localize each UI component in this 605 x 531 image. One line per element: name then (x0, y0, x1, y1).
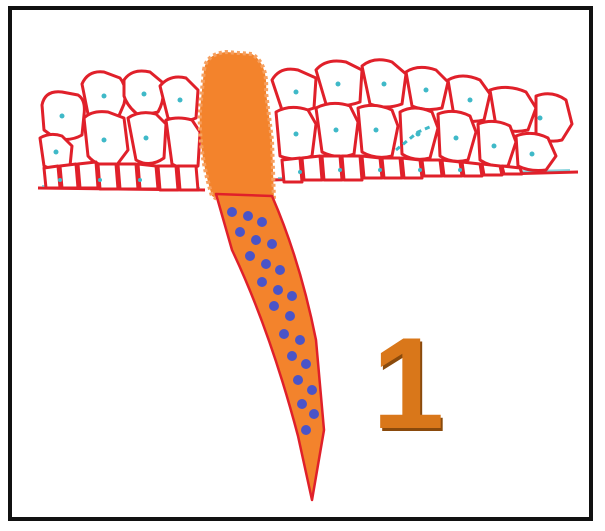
dot (251, 235, 261, 245)
cell (342, 156, 362, 180)
cell (402, 158, 422, 178)
dot (301, 359, 311, 369)
nucleus (98, 178, 102, 182)
dot (243, 211, 253, 221)
nucleus (60, 114, 65, 119)
nucleus (338, 168, 342, 172)
cell (516, 133, 556, 170)
dot (261, 259, 271, 269)
cell (166, 118, 200, 169)
cell (118, 164, 138, 189)
cell (272, 69, 316, 111)
cell (98, 164, 118, 189)
nucleus (418, 168, 422, 172)
nucleus (458, 168, 462, 172)
dot (301, 425, 311, 435)
nucleus (294, 90, 299, 95)
nucleus (424, 88, 429, 93)
dot (245, 251, 255, 261)
nucleus (336, 82, 341, 87)
nucleus (454, 136, 459, 141)
cell (482, 164, 502, 175)
cell (302, 156, 322, 180)
dot (287, 351, 297, 361)
cell-layer-left (40, 71, 200, 190)
cell-layer-right (272, 60, 572, 182)
dot (309, 409, 319, 419)
cell (382, 158, 402, 178)
cell (138, 164, 158, 189)
dot (287, 291, 297, 301)
nucleus (538, 116, 543, 121)
cell (78, 162, 98, 188)
nucleus (58, 178, 62, 182)
panel-number-label: 1 (372, 318, 444, 448)
cell (422, 160, 442, 176)
nucleus (142, 92, 147, 97)
dot (257, 217, 267, 227)
nucleus (138, 178, 142, 182)
nucleus (102, 94, 107, 99)
cell (44, 166, 60, 188)
dot (293, 375, 303, 385)
nucleus (54, 150, 59, 155)
cell (282, 158, 302, 182)
dot (257, 277, 267, 287)
dot (273, 285, 283, 295)
nucleus (374, 128, 379, 133)
cell (478, 121, 516, 166)
nucleus (492, 144, 497, 149)
cell (362, 156, 382, 178)
dot (227, 207, 237, 217)
dot (269, 301, 279, 311)
nucleus (334, 128, 339, 133)
nucleus (178, 98, 183, 103)
nucleus (530, 152, 535, 157)
dot (297, 399, 307, 409)
nucleus (294, 132, 299, 137)
cell (158, 166, 178, 190)
dot (235, 227, 245, 237)
cell (178, 166, 198, 190)
cell (442, 160, 462, 176)
dot (295, 335, 305, 345)
dot (307, 385, 317, 395)
nucleus (378, 168, 382, 172)
cell (462, 162, 482, 176)
nucleus (382, 82, 387, 87)
nucleus (468, 98, 473, 103)
nucleus (298, 170, 302, 174)
dot (275, 265, 285, 275)
nucleus (144, 136, 149, 141)
dot (285, 311, 295, 321)
dot (279, 329, 289, 339)
dot (267, 239, 277, 249)
cell (322, 156, 342, 180)
cell (502, 166, 522, 174)
cell (60, 164, 78, 188)
nucleus (102, 138, 107, 143)
invasive-wedge-top (200, 52, 274, 210)
